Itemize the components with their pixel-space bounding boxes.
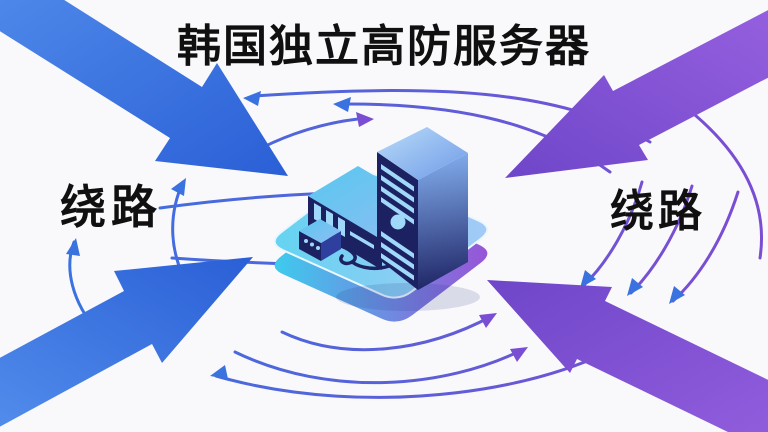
- router-front: [299, 231, 321, 261]
- server-illustration: [273, 127, 489, 322]
- power-button-icon: [390, 214, 406, 230]
- orbit-arc: [158, 191, 334, 210]
- detour-label-left: 绕路: [60, 181, 162, 233]
- router-side: [321, 231, 341, 261]
- detour-label-right: 绕路: [610, 187, 706, 236]
- tower-right-face: [418, 153, 468, 290]
- curved-arrowhead-icon: [510, 347, 528, 362]
- blue-arrow-bottom-left-icon: [0, 257, 253, 427]
- curved-arrowhead-icon: [66, 238, 80, 256]
- tower-shadow: [336, 283, 480, 311]
- server-tower-icon: [377, 127, 468, 290]
- curved-arrowhead-icon: [580, 270, 596, 288]
- curved-arrowhead-icon: [627, 278, 643, 296]
- curved-arrowhead-icon: [356, 112, 374, 127]
- curved-arrowhead-icon: [243, 91, 261, 106]
- blue-arrow-top-left-icon: [0, 0, 288, 176]
- router-leds: [304, 239, 320, 250]
- router-device-icon: [299, 219, 391, 271]
- orbit-arc: [280, 314, 494, 352]
- curved-arrowhead-icon: [479, 313, 497, 328]
- tower-vents: [381, 164, 414, 281]
- tower-top-face: [377, 127, 468, 180]
- purple-arrow-top-right-icon: [505, 10, 768, 178]
- router-cable: [339, 244, 391, 271]
- curved-arrowhead-icon: [210, 365, 228, 379]
- curved-arrowhead-icon: [171, 178, 186, 196]
- page-title: 韩国独立高防服务器: [177, 22, 591, 71]
- router-top: [299, 219, 341, 243]
- purple-arrow-bottom-right-icon: [487, 280, 768, 432]
- orbit-arrowheads: [66, 91, 685, 379]
- orbit-arc: [693, 113, 764, 260]
- orbit-arc: [233, 348, 524, 385]
- curved-arrowhead-icon: [669, 286, 685, 304]
- curved-arrowhead-icon: [333, 97, 351, 112]
